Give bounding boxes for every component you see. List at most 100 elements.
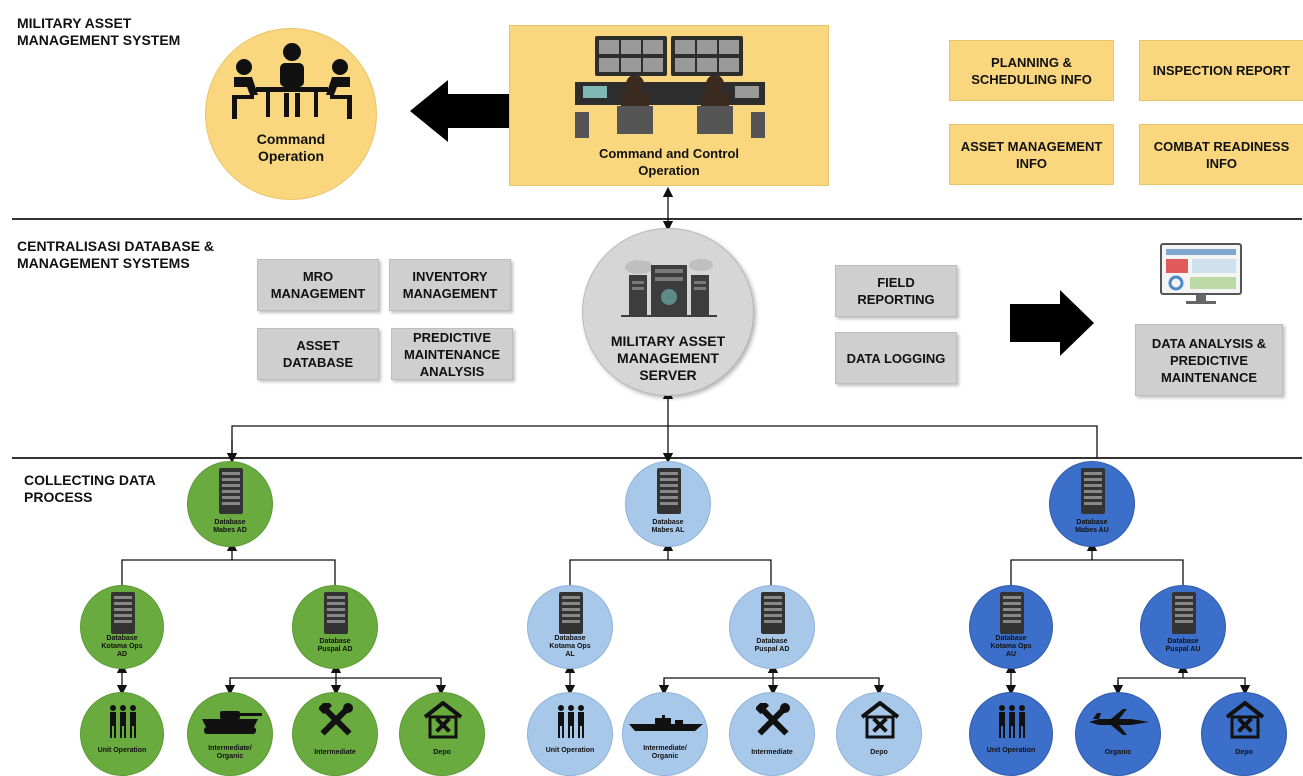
server-rack-icon (1081, 468, 1105, 514)
ad-unit-operation-label: Unit Operation (97, 747, 147, 754)
inspection-report-box: INSPECTION REPORT (1139, 40, 1303, 101)
server-rack-icon (1000, 592, 1024, 634)
command-control-label: Command and Control Operation (598, 146, 740, 178)
section-title-middle: CENTRALISASI DATABASE & MANAGEMENT SYSTE… (17, 238, 215, 271)
db-puspal-au-label: Database Puspal AU (1165, 638, 1201, 653)
db-kotama-al-node: Database Kotama Ops AL (527, 585, 613, 669)
db-kotama-au-node: Database Kotama Ops AU (969, 585, 1053, 669)
au-organic-node: Organic (1075, 692, 1161, 776)
ad-depo-node: Depo (399, 692, 485, 776)
section-title-top: MILITARY ASSET MANAGEMENT SYSTEM (17, 15, 181, 48)
meeting-icon (232, 43, 352, 119)
db-puspal-al-label: Database Puspal AD (754, 638, 790, 653)
predictive-maintenance-analysis-label: PREDICTIVE MAINTENANCE ANALYSIS (403, 329, 501, 379)
al-depo-label: Depo (870, 749, 888, 756)
arrow-left-icon (410, 80, 510, 142)
db-mabes-ad-label: Database Mabes AD (213, 519, 247, 534)
db-puspal-au-node: Database Puspal AU (1140, 585, 1226, 669)
section-title-bottom: COLLECTING DATA PROCESS (24, 472, 156, 505)
tools-icon (319, 703, 353, 736)
asset-management-server-node: MILITARY ASSET MANAGEMENT SERVER (582, 228, 754, 396)
au-depo-label: Depo (1235, 749, 1253, 756)
mro-management-box: MRO MANAGEMENT (257, 259, 379, 311)
soldiers-icon (558, 705, 584, 738)
tools-icon (756, 703, 790, 736)
combat-readiness-label: COMBAT READINESS INFO (1153, 138, 1290, 171)
ad-unit-operation-node: Unit Operation (80, 692, 164, 776)
asset-management-info-label: ASSET MANAGEMENT INFO (960, 138, 1103, 171)
ad-intermediate-node: Intermediate (292, 692, 378, 776)
au-unit-operation-label: Unit Operation (986, 747, 1036, 754)
al-depo-node: Depo (836, 692, 922, 776)
asset-database-box: ASSET DATABASE (257, 328, 379, 380)
asset-database-label: ASSET DATABASE (282, 338, 354, 370)
mro-management-label: MRO MANAGEMENT (270, 269, 366, 301)
server-rack-icon (559, 592, 583, 634)
db-puspal-al-node: Database Puspal AD (729, 585, 815, 669)
data-logging-label: DATA LOGGING (846, 350, 946, 366)
server-rack-icon (324, 592, 348, 634)
data-analysis-label: DATA ANALYSIS & PREDICTIVE MAINTENANCE (1151, 335, 1267, 385)
ad-intermediate-label: Intermediate (314, 749, 356, 756)
divider-top (12, 218, 1302, 220)
server-rack-icon (761, 592, 785, 634)
soldiers-icon (110, 705, 136, 738)
ad-depo-label: Depo (433, 749, 451, 756)
control-room-icon (575, 36, 765, 138)
inventory-management-label: INVENTORY MANAGEMENT (402, 269, 498, 301)
server-rack-icon (621, 259, 717, 317)
al-intermediate-organic-node: Intermediate/ Organic (622, 692, 708, 776)
db-puspal-ad-node: Database Puspal AD (292, 585, 378, 669)
db-mabes-au-node: Database Mabes AU (1049, 461, 1135, 547)
db-kotama-ad-node: Database Kotama Ops AD (80, 585, 164, 669)
inventory-management-box: INVENTORY MANAGEMENT (389, 259, 511, 311)
planning-scheduling-label: PLANNING & SCHEDULING INFO (971, 54, 1092, 87)
au-organic-label: Organic (1104, 749, 1132, 756)
jet-icon (1089, 709, 1149, 735)
dashboard-monitor-icon (1160, 243, 1242, 304)
ad-intermediate-organic-label: Intermediate/ Organic (208, 745, 252, 760)
db-mabes-au-label: Database Mabes AU (1075, 519, 1109, 534)
tank-icon (202, 711, 262, 734)
db-kotama-ad-label: Database Kotama Ops AD (101, 635, 143, 658)
server-label: MILITARY ASSET MANAGEMENT SERVER (610, 333, 726, 383)
db-kotama-al-label: Database Kotama Ops AL (549, 635, 591, 658)
db-puspal-ad-label: Database Puspal AD (317, 638, 353, 653)
ad-intermediate-organic-node: Intermediate/ Organic (187, 692, 273, 776)
command-operation-label: Command Operation (256, 131, 326, 164)
divider-bottom (12, 457, 1302, 459)
db-mabes-al-label: Database Mabes AL (651, 519, 685, 534)
planning-scheduling-box: PLANNING & SCHEDULING INFO (949, 40, 1114, 101)
db-mabes-ad-node: Database Mabes AD (187, 461, 273, 547)
field-reporting-label: FIELD REPORTING (857, 275, 935, 307)
data-analysis-box: DATA ANALYSIS & PREDICTIVE MAINTENANCE (1135, 324, 1283, 396)
asset-management-info-box: ASSET MANAGEMENT INFO (949, 124, 1114, 185)
command-control-box: Command and Control Operation (509, 25, 829, 186)
data-logging-box: DATA LOGGING (835, 332, 957, 384)
server-rack-icon (1172, 592, 1196, 634)
au-unit-operation-node: Unit Operation (969, 692, 1053, 776)
au-depo-node: Depo (1201, 692, 1287, 776)
arrow-right-icon (1010, 290, 1094, 356)
server-rack-icon (657, 468, 681, 514)
depot-house-icon (423, 701, 463, 739)
combat-readiness-box: COMBAT READINESS INFO (1139, 124, 1303, 185)
soldiers-icon (999, 705, 1025, 738)
depot-house-icon (860, 701, 900, 739)
db-kotama-au-label: Database Kotama Ops AU (990, 635, 1032, 658)
field-reporting-box: FIELD REPORTING (835, 265, 957, 317)
al-unit-operation-node: Unit Operation (527, 692, 613, 776)
inspection-report-label: INSPECTION REPORT (1152, 63, 1291, 78)
al-unit-operation-label: Unit Operation (545, 747, 595, 754)
db-mabes-al-node: Database Mabes AL (625, 461, 711, 547)
al-intermediate-node: Intermediate (729, 692, 815, 776)
depot-house-icon (1225, 701, 1265, 739)
server-rack-icon (111, 592, 135, 634)
predictive-maintenance-analysis-box: PREDICTIVE MAINTENANCE ANALYSIS (391, 328, 513, 380)
al-intermediate-organic-label: Intermediate/ Organic (643, 745, 687, 760)
al-intermediate-label: Intermediate (751, 749, 793, 756)
server-rack-icon (219, 468, 243, 514)
command-operation-node: Command Operation (205, 28, 377, 200)
warship-icon (629, 715, 703, 731)
